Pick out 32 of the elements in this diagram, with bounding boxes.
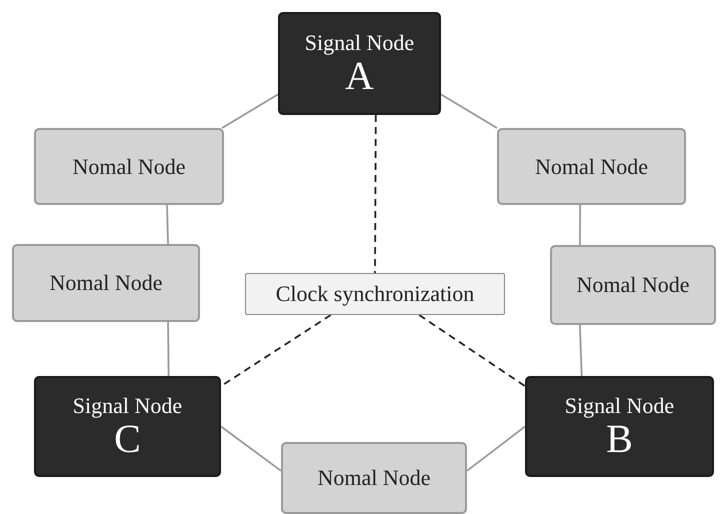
connector-line <box>578 324 583 376</box>
connector-line <box>167 322 170 376</box>
connector-line <box>222 94 278 129</box>
connector-line <box>466 426 526 472</box>
dashed-connector <box>418 314 526 387</box>
clock-sync-box <box>245 273 505 315</box>
node-label: Nomal Node <box>317 465 431 491</box>
normal-node-box <box>12 244 200 322</box>
node-label: Signal Node <box>304 30 414 56</box>
node-label: Nomal Node <box>72 154 186 180</box>
normal-node-box <box>497 128 686 205</box>
node-letter: B <box>606 418 633 460</box>
normal-node-box <box>550 245 716 325</box>
signal-node-box <box>34 376 221 477</box>
signal-node-box <box>525 376 714 477</box>
node-label: Signal Node <box>72 392 182 418</box>
node-label: Nomal Node <box>576 272 690 298</box>
node-letter: C <box>114 418 141 460</box>
node-label: Nomal Node <box>534 154 648 180</box>
connector-line <box>440 94 498 129</box>
connector-line <box>166 204 169 244</box>
connector-line <box>578 205 582 245</box>
node-label: Signal Node <box>564 392 674 418</box>
dashed-connector <box>374 115 377 273</box>
node-label: Clock synchronization <box>276 281 474 307</box>
signal-node-box <box>278 12 441 115</box>
node-letter: A <box>345 55 374 98</box>
connector-line <box>220 426 282 472</box>
dashed-connector <box>220 314 332 387</box>
normal-node-box <box>34 128 224 205</box>
node-label: Nomal Node <box>49 270 163 296</box>
normal-node-box <box>281 442 467 514</box>
